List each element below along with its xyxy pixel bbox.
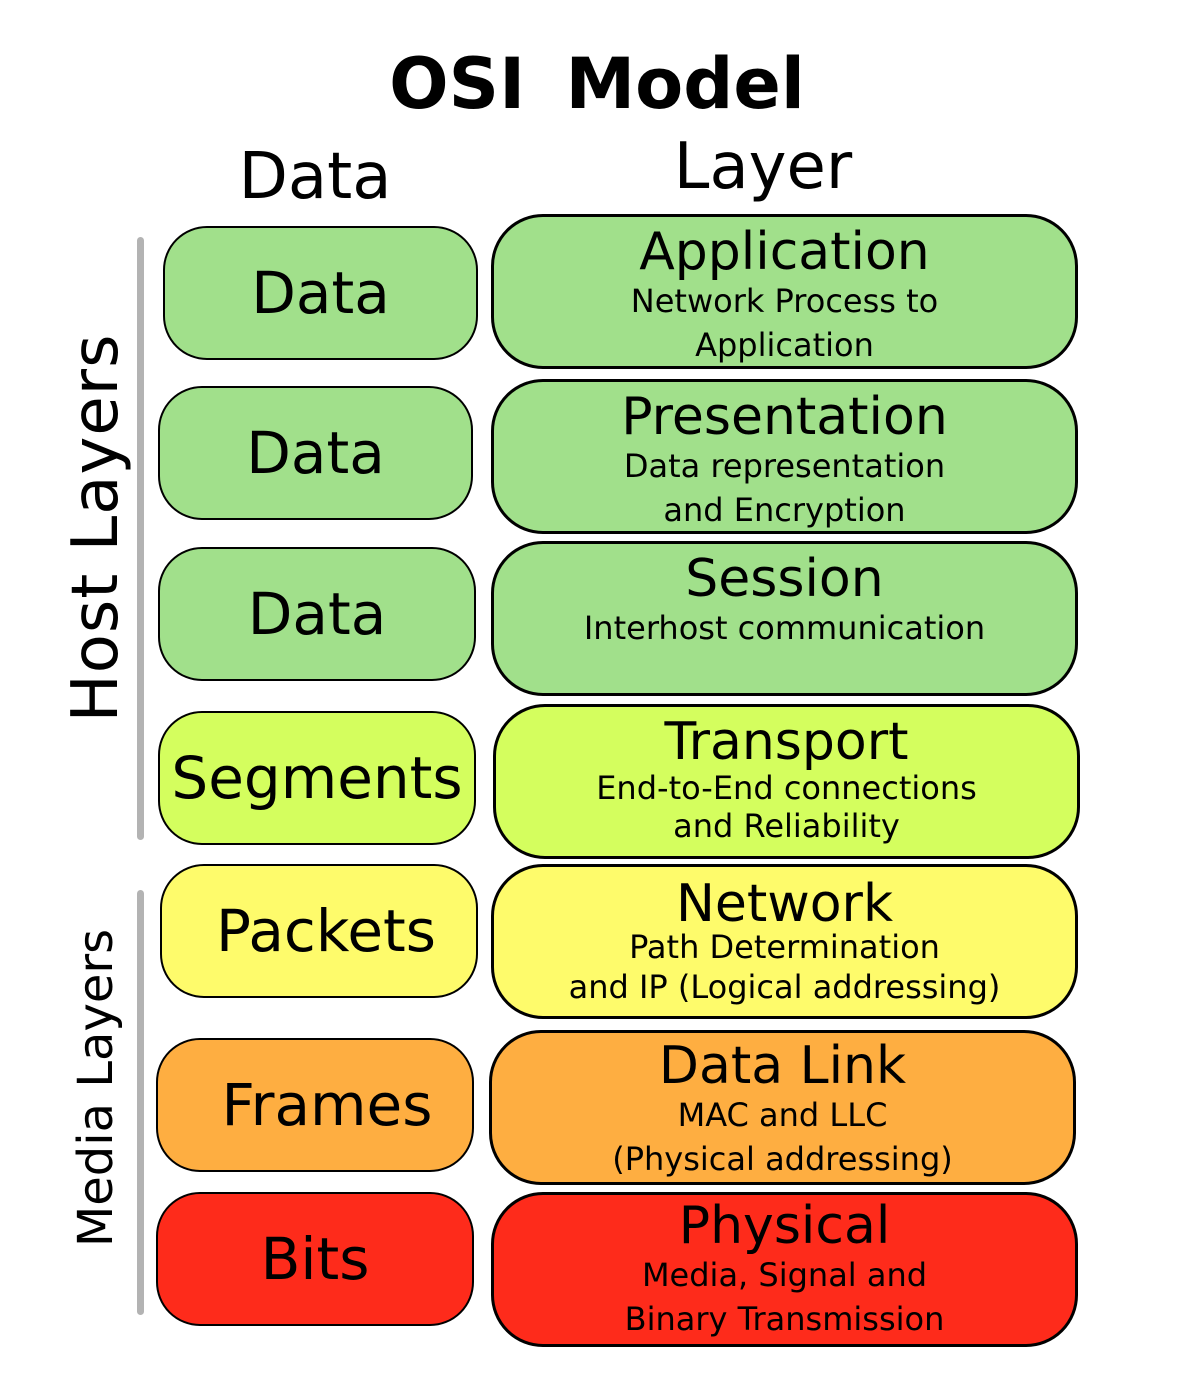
layer-description-line-2: (Physical addressing) [612, 1140, 953, 1178]
data-unit-application: Data [163, 226, 478, 360]
media-layers-label: Media Layers [68, 928, 124, 1248]
data-unit-label: Bits [260, 1225, 370, 1293]
layer-name: Physical [678, 1196, 891, 1256]
layer-name: Presentation [621, 387, 948, 447]
layer-transport: Transport End-to-End connections and Rel… [493, 704, 1080, 859]
data-unit-label: Packets [216, 897, 436, 965]
data-unit-label: Data [251, 259, 390, 327]
layer-description-line-1: Media, Signal and [641, 1256, 928, 1294]
layer-name: Data Link [658, 1036, 907, 1096]
data-unit-label: Segments [171, 744, 463, 812]
layer-data-link: Data Link MAC and LLC (Physical addressi… [489, 1030, 1076, 1185]
media-layers-bracket [137, 890, 144, 1315]
layer-description-line-1: Interhost communication [583, 609, 986, 647]
data-unit-physical: Bits [156, 1192, 474, 1326]
diagram-title: OSI Model [389, 43, 805, 125]
layer-name: Session [685, 549, 884, 609]
layer-description-line-1: Data representation [623, 447, 946, 485]
layer-description-line-1: Network Process to [630, 282, 939, 320]
host-layers-label: Host Layers [59, 333, 133, 723]
layer-description-line-1: MAC and LLC [677, 1096, 888, 1134]
data-unit-label: Frames [221, 1071, 433, 1139]
layer-physical: Physical Media, Signal and Binary Transm… [491, 1192, 1078, 1347]
layer-description-line-2: and Encryption [663, 491, 906, 529]
data-column-header: Data [238, 140, 392, 214]
layer-name: Transport [664, 712, 909, 772]
layer-application: Application Network Process to Applicati… [491, 214, 1078, 369]
layer-name: Network [675, 874, 894, 934]
data-unit-label: Data [246, 419, 385, 487]
data-unit-network: Packets [160, 864, 478, 998]
host-layers-bracket [137, 237, 144, 840]
layer-description-line-1: End-to-End connections [596, 769, 977, 807]
layer-description-line-2: Application [695, 326, 874, 364]
layer-presentation: Presentation Data representation and Enc… [491, 379, 1078, 534]
layer-description-line-2: and Reliability [673, 807, 900, 845]
layer-session: Session Interhost communication [491, 541, 1078, 696]
data-unit-transport: Segments [158, 711, 476, 845]
layer-name: Application [639, 222, 930, 282]
layer-description-line-2: and IP (Logical addressing) [568, 968, 1001, 1006]
data-unit-data-link: Frames [156, 1038, 474, 1172]
data-unit-label: Data [247, 580, 387, 648]
data-unit-presentation: Data [158, 386, 473, 520]
layer-description-line-1: Path Determination [629, 928, 940, 966]
layer-description-line-2: Binary Transmission [624, 1300, 945, 1338]
data-unit-session: Data [158, 547, 476, 681]
layer-network: Network Path Determination and IP (Logic… [491, 864, 1078, 1019]
layer-column-header: Layer [673, 130, 853, 204]
